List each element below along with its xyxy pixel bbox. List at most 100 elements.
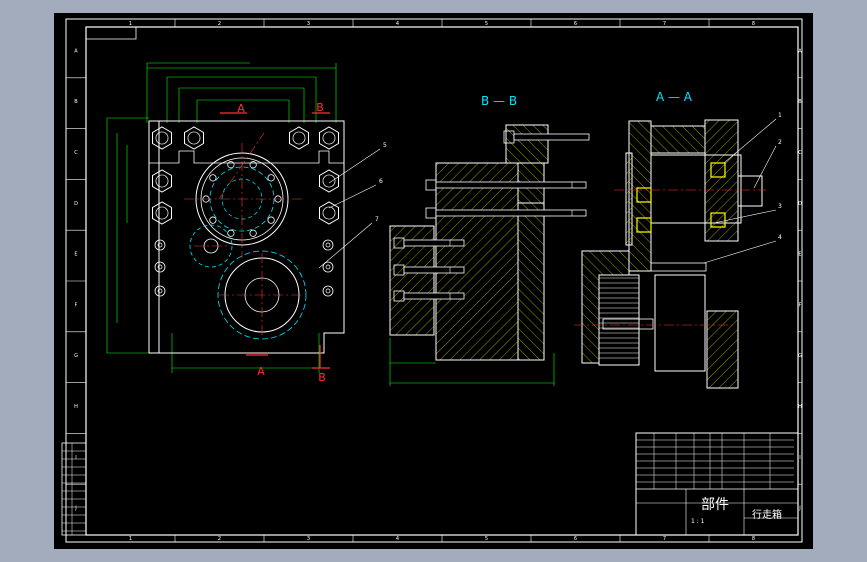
gear-teeth (599, 277, 639, 359)
hex-bolt (152, 126, 172, 150)
zone-number-bottom: 3 (307, 536, 310, 542)
section-markers (220, 112, 330, 369)
front-centerlines (184, 132, 304, 338)
title-block: 部件 行走箱 1 : 1 (635, 432, 799, 536)
zone-letter-right: D (798, 201, 802, 207)
zone-number-bottom: 6 (574, 536, 577, 542)
hex-bolt (184, 126, 204, 150)
long-bolt (403, 239, 465, 247)
bb-bolts (393, 130, 590, 302)
balloon-number: 2 (778, 139, 782, 146)
bolt-hole (209, 216, 217, 224)
section-aa-view: A — A (318, 90, 782, 389)
bolt-hole (249, 229, 257, 237)
title-block-grid (636, 433, 798, 535)
front-view: A B A B (106, 62, 345, 384)
zone-letter-right: A (798, 48, 802, 54)
revision-strip (61, 442, 87, 536)
front-small-bolts (154, 239, 334, 297)
zone-number-bottom: 1 (129, 536, 132, 542)
zone-number-top: 7 (663, 21, 666, 27)
zone-number-top: 2 (218, 21, 221, 27)
small-bolt (322, 239, 334, 251)
front-dimensions (106, 62, 337, 373)
hex-bolt (152, 169, 172, 193)
bolt-hole (267, 216, 275, 224)
zone-letter-left: A (74, 48, 78, 54)
zone-number-bottom: 2 (218, 536, 221, 542)
zone-number-bottom: 5 (485, 536, 488, 542)
balloon-number: 4 (778, 234, 782, 241)
zone-number-top: 1 (129, 21, 132, 27)
section-aa-title: A — A (656, 90, 693, 104)
zone-letter-right: B (798, 99, 802, 105)
leader-lines (318, 118, 777, 269)
zone-number-bottom: 7 (663, 536, 666, 542)
zone-letter-left: G (74, 353, 78, 359)
small-bolt (322, 261, 334, 273)
zone-letter-left: C (74, 150, 78, 156)
zone-number-top: 8 (752, 21, 755, 27)
section-bb-view: B — B (389, 94, 590, 386)
zone-letter-right: F (799, 302, 802, 308)
small-bolt (154, 285, 166, 297)
hex-bolt (319, 201, 339, 225)
section-label-a-top: A (237, 102, 245, 115)
hex-bolt (319, 126, 339, 150)
small-bolt (154, 239, 166, 251)
title-block-part-label: 部件 (701, 497, 729, 513)
long-bolt (435, 181, 587, 189)
zone-number-top: 6 (574, 21, 577, 27)
zone-letter-right: J (798, 506, 800, 512)
zone-letter-right: I (799, 455, 800, 461)
balloon-number: 3 (778, 203, 782, 210)
housing-outline (148, 120, 345, 354)
section-label-b-bottom: B (318, 371, 326, 384)
small-bolt (154, 261, 166, 273)
hex-bolt (152, 201, 172, 225)
balloon-labels: 1 2 3 4 5 6 7 (375, 112, 782, 241)
sheet-border-outer (65, 18, 803, 543)
hex-bolt (289, 126, 309, 150)
bolt-hole (267, 174, 275, 182)
zone-letter-right: C (798, 150, 802, 156)
zone-letter-right: E (798, 252, 801, 258)
zone-letter-left: D (74, 201, 78, 207)
section-label-a-bottom: A (257, 365, 265, 378)
zone-letter-left: B (74, 99, 78, 105)
balloon-number: 1 (778, 112, 782, 119)
zone-letter-left: I (75, 455, 76, 461)
balloon-number: 6 (379, 178, 383, 185)
zone-letter-left: H (74, 404, 78, 410)
zone-number-top: 4 (396, 21, 399, 27)
small-bolt (322, 285, 334, 297)
long-bolt (435, 209, 587, 217)
bolt-hole (227, 161, 235, 169)
zone-letter-left: J (74, 506, 76, 512)
zone-number-top: 5 (485, 21, 488, 27)
section-bb-title: B — B (481, 94, 517, 108)
title-block-name: 行走箱 (752, 508, 782, 521)
balloon-number: 5 (383, 142, 387, 149)
zone-letter-right: H (798, 404, 802, 410)
long-bolt (403, 292, 465, 300)
bolt-hole (209, 174, 217, 182)
zone-number-bottom: 8 (752, 536, 755, 542)
long-bolt (403, 266, 465, 274)
front-bolts (152, 126, 339, 225)
zone-letter-left: F (75, 302, 78, 308)
bolt-hole (249, 161, 257, 169)
balloon-number: 7 (375, 216, 379, 223)
top-left-tab (86, 27, 137, 40)
hex-bolt (319, 169, 339, 193)
zone-letter-left: E (74, 252, 77, 258)
section-label-b-top: B (316, 101, 324, 114)
zone-letter-right: G (798, 353, 802, 359)
bolt-hole (227, 229, 235, 237)
title-block-scale: 1 : 1 (691, 518, 705, 525)
zone-number-bottom: 4 (396, 536, 399, 542)
